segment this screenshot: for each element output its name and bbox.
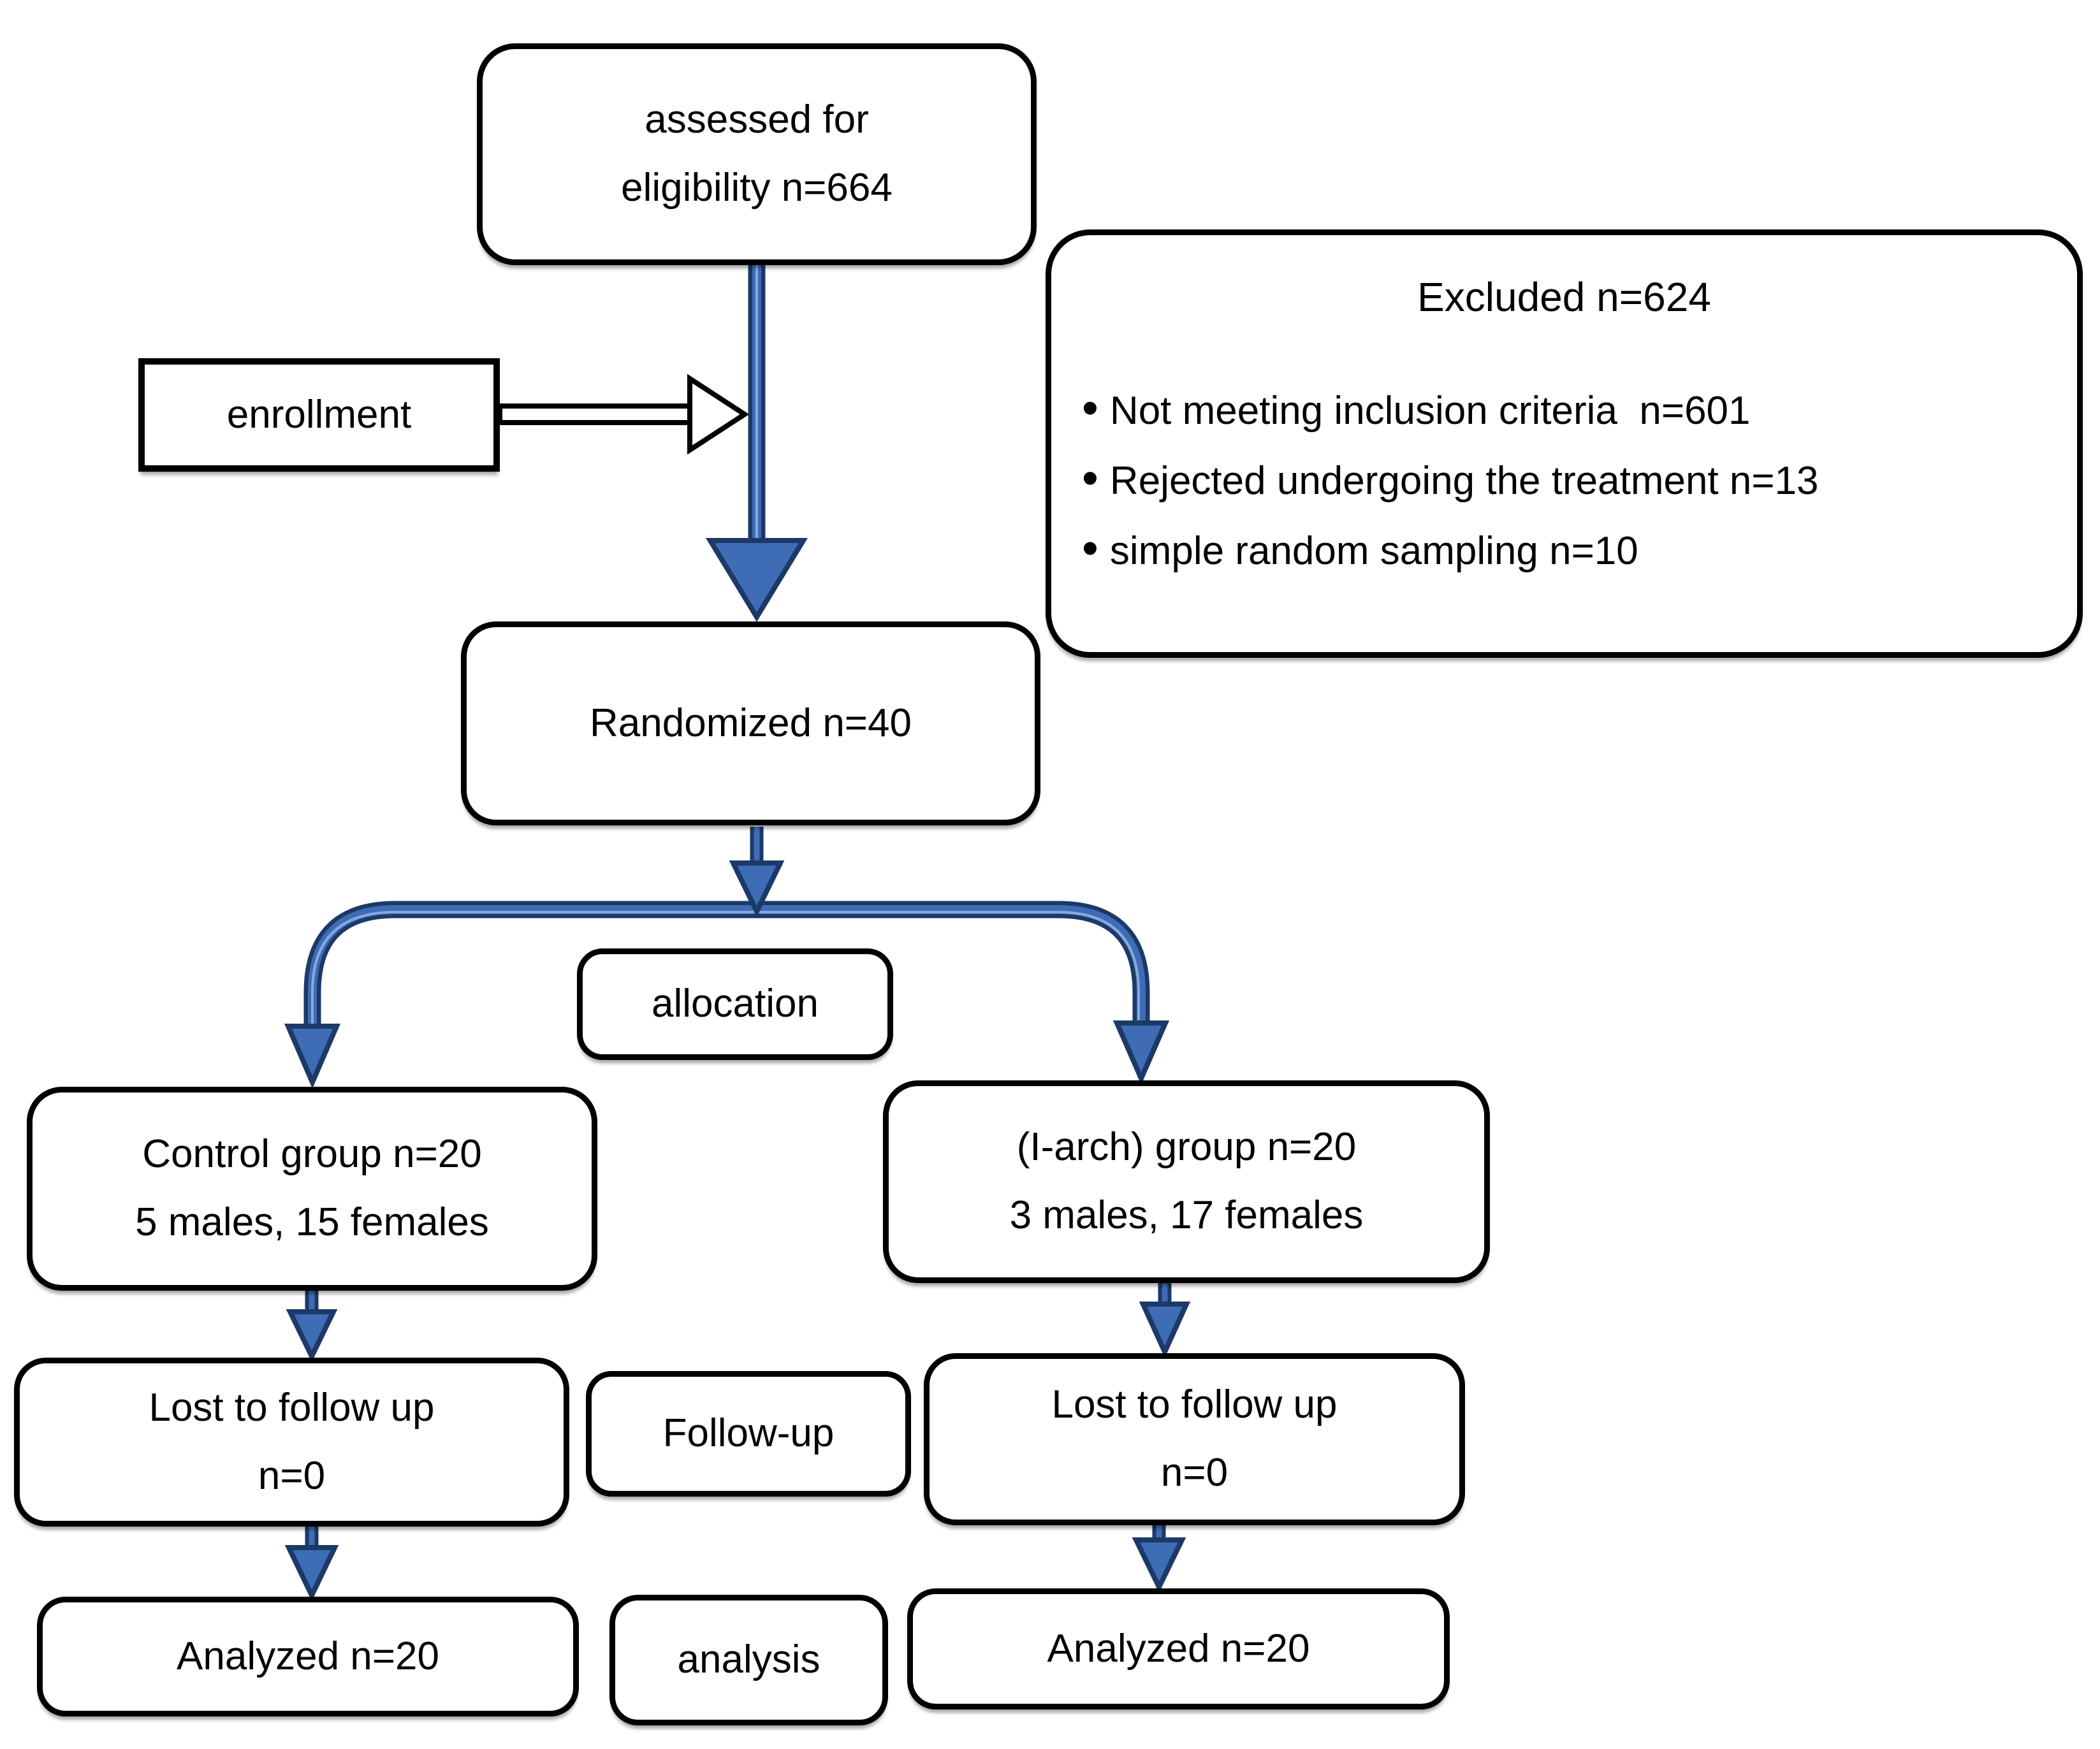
lost-followup-right-box: Lost to follow up n=0 (924, 1353, 1465, 1525)
excluded-title: Excluded n=624 (1417, 274, 1711, 320)
control-group-line1: Control group n=20 (142, 1132, 482, 1177)
excluded-box: Excluded n=624 Not meeting inclusion cri… (1046, 229, 2083, 658)
enrollment-arrow-shaft (497, 403, 692, 425)
down-arrowhead-icon (1139, 1302, 1191, 1358)
enrollment-arrow (497, 374, 750, 455)
excluded-bullet-item: simple random sampling n=10 (1082, 514, 2052, 584)
control-group-box: Control group n=20 5 males, 15 females (27, 1087, 597, 1291)
iarch-group-line1: (I-arch) group n=20 (1016, 1125, 1357, 1170)
randomized-label: Randomized n=40 (590, 700, 912, 745)
eligibility-to-randomized-arrow (705, 263, 808, 622)
branch-right-arrowhead-icon (1112, 1020, 1170, 1085)
iarch-group-box: (I-arch) group n=20 3 males, 17 females (883, 1080, 1490, 1283)
analysis-label-box: analysis (609, 1595, 888, 1725)
iarch-group-line2: 3 males, 17 females (1009, 1193, 1364, 1237)
branch-left-arrowhead-icon (284, 1024, 341, 1089)
down-arrowhead-icon (1132, 1537, 1186, 1593)
control-to-lost-arrow (286, 1290, 338, 1363)
excluded-bullet-list: Not meeting inclusion criteria n=601 Rej… (1051, 374, 2077, 584)
down-arrowhead-icon (705, 538, 808, 622)
lost-to-analyzed-right-arrow (1132, 1525, 1186, 1593)
lost-right-line1: Lost to follow up (1051, 1383, 1338, 1427)
analyzed-right-label: Analyzed n=20 (1047, 1626, 1310, 1671)
excluded-bullet-1: Not meeting inclusion criteria n=601 (1109, 389, 1751, 433)
junction-arrowhead-icon (729, 860, 785, 918)
analyzed-right-box: Analyzed n=20 (907, 1588, 1450, 1709)
followup-label-box: Follow-up (586, 1371, 911, 1497)
lost-right-line2: n=0 (1160, 1451, 1229, 1495)
assessed-line1: assessed for (645, 98, 869, 142)
excluded-bullet-2: Rejected undergoing the treatment n=13 (1109, 459, 1819, 504)
analysis-label: analysis (677, 1637, 820, 1682)
analyzed-left-box: Analyzed n=20 (37, 1597, 579, 1716)
excluded-bullet-item: Rejected undergoing the treatment n=13 (1082, 444, 2052, 514)
lost-followup-left-box: Lost to follow up n=0 (14, 1358, 569, 1527)
followup-label: Follow-up (662, 1411, 835, 1456)
control-group-line2: 5 males, 15 females (135, 1200, 489, 1244)
randomized-box: Randomized n=40 (461, 621, 1040, 825)
down-arrowhead-icon (286, 1309, 338, 1363)
excluded-bullet-3: simple random sampling n=10 (1109, 529, 1638, 574)
assessed-for-eligibility-box: assessed for eligibility n=664 (477, 43, 1037, 265)
branch-connector (284, 860, 1170, 1089)
assessed-line2: eligibility n=664 (621, 166, 893, 210)
enrollment-label: enrollment (226, 392, 412, 437)
enrollment-label-box: enrollment (138, 358, 500, 472)
allocation-label: allocation (652, 982, 819, 1026)
allocation-label-box: allocation (577, 948, 893, 1060)
lost-left-line1: Lost to follow up (149, 1385, 435, 1430)
lost-to-analyzed-left-arrow (284, 1526, 339, 1602)
iarch-to-lost-arrow (1139, 1282, 1191, 1358)
excluded-bullet-item: Not meeting inclusion criteria n=601 (1082, 374, 2052, 444)
down-arrowhead-icon (284, 1545, 339, 1602)
analyzed-left-label: Analyzed n=20 (177, 1634, 439, 1678)
enrollment-arrowhead-icon (687, 374, 750, 455)
lost-left-line2: n=0 (258, 1453, 326, 1498)
